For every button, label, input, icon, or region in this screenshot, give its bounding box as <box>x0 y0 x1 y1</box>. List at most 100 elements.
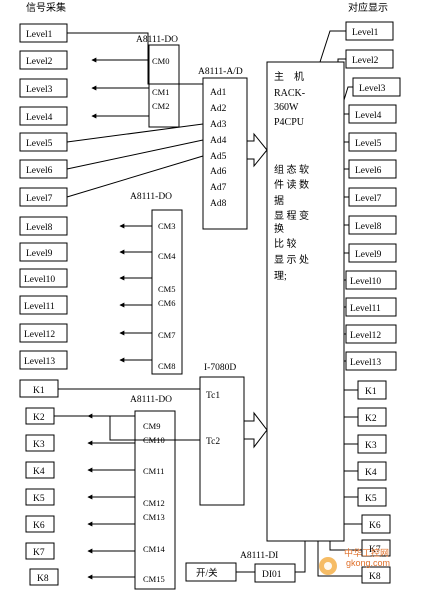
left-level-4: Level4 <box>19 106 68 126</box>
left-key-6: K6 <box>25 515 55 533</box>
left-key-3: K3 <box>25 434 55 452</box>
right-level-2: Level2 <box>345 49 394 69</box>
right-key-1: K1 <box>357 380 387 400</box>
svg-text:Level13: Level13 <box>350 358 381 368</box>
left-level-12: Level12 <box>19 323 68 343</box>
left-level-boxes: Level1 Level2 Level3 Level4 Level5 Level… <box>19 23 68 370</box>
watermark: 中华工控网 gkong.com <box>319 547 390 575</box>
svg-text:RACK-: RACK- <box>274 88 305 99</box>
svg-text:A8111-DO: A8111-DO <box>136 35 178 45</box>
svg-text:K8: K8 <box>37 574 49 584</box>
svg-text:CM4: CM4 <box>158 251 176 261</box>
svg-text:CM2: CM2 <box>152 101 169 111</box>
svg-text:Level5: Level5 <box>355 139 382 149</box>
svg-text:件 读 数: 件 读 数 <box>274 178 309 191</box>
svg-text:Level7: Level7 <box>26 194 53 204</box>
switch-box: 开/关 <box>185 562 237 582</box>
svg-text:比 较: 比 较 <box>274 237 297 250</box>
svg-text:Level1: Level1 <box>26 30 53 40</box>
svg-text:K1: K1 <box>33 386 45 396</box>
svg-text:CM8: CM8 <box>158 361 175 371</box>
svg-text:P4CPU: P4CPU <box>274 117 305 128</box>
svg-text:CM5: CM5 <box>158 284 175 294</box>
svg-text:Ad1: Ad1 <box>210 88 227 98</box>
svg-text:K7: K7 <box>33 548 45 558</box>
svg-text:K2: K2 <box>33 413 45 423</box>
svg-text:360W: 360W <box>274 102 299 113</box>
right-key-6: K6 <box>361 514 391 534</box>
left-key-7: K7 <box>25 542 55 560</box>
right-level-5: Level5 <box>348 132 397 152</box>
svg-text:K3: K3 <box>33 440 45 450</box>
svg-text:CM9: CM9 <box>143 421 160 431</box>
svg-text:CM15: CM15 <box>143 574 165 584</box>
svg-text:K7: K7 <box>369 545 381 555</box>
svg-text:Ad3: Ad3 <box>210 120 227 130</box>
svg-text:A8111-DO: A8111-DO <box>130 192 172 202</box>
module-do-top: A8111-DO CM0 CM1 CM2 <box>136 35 180 128</box>
hollow-arrows <box>243 132 268 449</box>
svg-text:理;: 理; <box>274 270 287 282</box>
left-level-3: Level3 <box>19 78 68 98</box>
left-level-5: Level5 <box>19 132 68 152</box>
svg-text:CM13: CM13 <box>143 512 165 522</box>
right-key-3: K3 <box>357 434 387 454</box>
svg-text:据: 据 <box>274 194 284 207</box>
left-key-2: K2 <box>25 407 55 425</box>
svg-text:Level8: Level8 <box>26 223 53 233</box>
module-do-mid: A8111-DO CM3 CM4 CM5 CM6 CM7 CM8 <box>130 192 183 375</box>
svg-text:DI01: DI01 <box>262 570 282 580</box>
right-level-12: Level12 <box>345 324 397 344</box>
svg-text:CM0: CM0 <box>152 56 169 66</box>
svg-text:Ad5: Ad5 <box>210 152 227 162</box>
svg-text:CM6: CM6 <box>158 298 175 308</box>
right-key-5: K5 <box>357 487 387 507</box>
left-level-7: Level7 <box>19 187 68 207</box>
svg-text:CM3: CM3 <box>158 221 175 231</box>
svg-text:Level12: Level12 <box>350 331 381 341</box>
svg-text:Level7: Level7 <box>355 194 382 204</box>
left-level-9: Level9 <box>19 242 68 262</box>
header-display: 对应显示 <box>348 1 388 14</box>
module-ad: A8111-A/D Ad1 Ad2 Ad3 Ad4 Ad5 Ad6 Ad7 Ad… <box>198 67 248 230</box>
svg-text:Level12: Level12 <box>24 330 55 340</box>
svg-text:Level4: Level4 <box>355 111 382 121</box>
svg-text:Level1: Level1 <box>352 28 379 38</box>
right-level-7: Level7 <box>348 187 397 207</box>
left-key-5: K5 <box>25 488 55 506</box>
svg-text:Level2: Level2 <box>352 56 379 66</box>
svg-text:显 示 处: 显 示 处 <box>274 254 309 266</box>
svg-text:K4: K4 <box>365 468 377 478</box>
right-key-4: K4 <box>357 461 387 481</box>
right-level-13: Level13 <box>345 351 397 371</box>
svg-text:换: 换 <box>274 222 284 235</box>
module-do-bottom: A8111-DO CM9 CM10 CM11 CM12 CM13 CM14 CM… <box>130 395 176 590</box>
svg-text:K2: K2 <box>365 414 377 424</box>
left-level-8: Level8 <box>19 216 68 236</box>
svg-text:CM11: CM11 <box>143 466 164 476</box>
svg-text:Level9: Level9 <box>355 250 382 260</box>
svg-text:Level10: Level10 <box>350 277 381 287</box>
svg-text:Ad6: Ad6 <box>210 167 227 177</box>
svg-text:Ad2: Ad2 <box>210 104 227 114</box>
svg-text:Level3: Level3 <box>359 84 386 94</box>
left-level-11: Level11 <box>19 295 68 315</box>
left-level-6: Level6 <box>19 159 68 179</box>
right-level-8: Level8 <box>348 215 397 235</box>
left-key-8: K8 <box>29 568 59 586</box>
svg-text:Tc2: Tc2 <box>206 437 220 447</box>
svg-text:Level4: Level4 <box>26 113 53 123</box>
right-level-boxes: Level1 Level2 Level3 Level4 Level5 Level… <box>345 21 401 371</box>
right-level-9: Level9 <box>348 243 397 263</box>
right-level-6: Level6 <box>348 159 397 179</box>
right-key-8: K8 <box>361 566 391 584</box>
header-signal-acquisition: 信号采集 <box>26 1 66 14</box>
svg-text:Ad8: Ad8 <box>210 199 227 209</box>
left-level-2: Level2 <box>19 50 68 70</box>
svg-text:CM7: CM7 <box>158 330 175 340</box>
svg-text:Level2: Level2 <box>26 57 53 67</box>
svg-text:I-7080D: I-7080D <box>204 363 236 373</box>
svg-text:Tc1: Tc1 <box>206 391 220 401</box>
svg-text:CM12: CM12 <box>143 498 165 508</box>
